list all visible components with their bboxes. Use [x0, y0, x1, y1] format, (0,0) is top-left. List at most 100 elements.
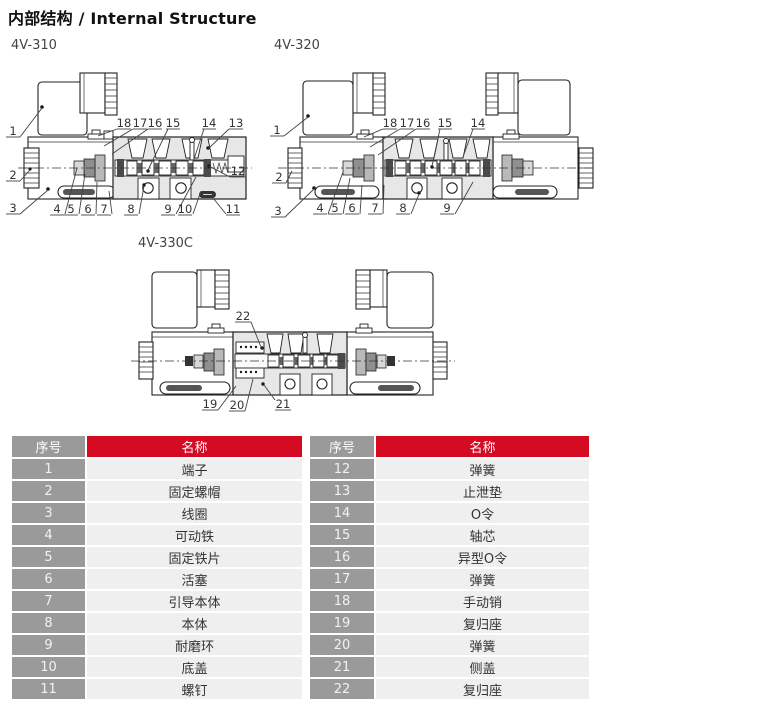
diagram-4v320: 1 2 3 18 17 16 15 14 4 5 6 7	[270, 72, 596, 218]
solenoid-base-left	[287, 129, 386, 200]
part-no: 20	[310, 635, 374, 655]
part-no: 16	[310, 547, 374, 567]
callout-18: 18	[117, 116, 132, 130]
part-no: 6	[12, 569, 85, 589]
part-name: 异型O令	[376, 547, 589, 567]
diagram-label-4v310: 4V-310	[11, 38, 57, 53]
part-no: 12	[310, 459, 374, 479]
part-name: 手动销	[376, 591, 589, 611]
part-name: 复归座	[376, 679, 589, 699]
callout-8: 8	[399, 201, 406, 215]
callout-2: 2	[275, 170, 282, 184]
callout-7: 7	[100, 202, 107, 216]
callout-20: 20	[230, 398, 245, 412]
callout-5: 5	[67, 202, 74, 216]
part-no: 18	[310, 591, 374, 611]
solenoid-coil-left	[302, 72, 386, 136]
page-title: 内部结构 / Internal Structure	[8, 9, 257, 28]
solenoid-base	[23, 129, 116, 200]
solenoid-base-right	[492, 129, 594, 200]
part-name: 可动铁	[87, 525, 302, 545]
part-name: 弹簧	[376, 569, 589, 589]
part-no: 2	[12, 481, 85, 501]
part-name: 复归座	[376, 613, 589, 633]
part-no: 11	[12, 679, 85, 699]
solenoid-coil	[37, 72, 118, 136]
callout-8: 8	[127, 202, 134, 216]
part-name: 引导本体	[87, 591, 302, 611]
part-no: 7	[12, 591, 85, 611]
callout-4: 4	[53, 202, 60, 216]
part-name: 固定铁片	[87, 547, 302, 567]
diagram-4v310: 1 2 3 18 17 16 15 14 13 12 4	[6, 72, 252, 216]
callout-7: 7	[371, 201, 378, 215]
valve-body	[232, 331, 348, 396]
part-no: 4	[12, 525, 85, 545]
part-no: 5	[12, 547, 85, 567]
solenoid-coil-right	[485, 72, 571, 136]
part-name: 活塞	[87, 569, 302, 589]
callout-6: 6	[348, 201, 355, 215]
diagram-label-4v330c: 4V-330C	[138, 236, 193, 251]
callout-14: 14	[471, 116, 486, 130]
part-no: 10	[12, 657, 85, 677]
callout-4: 4	[316, 201, 323, 215]
part-no: 9	[12, 635, 85, 655]
callout-13: 13	[229, 116, 244, 130]
solenoid-coil-right	[355, 269, 434, 329]
callout-1: 1	[273, 123, 280, 137]
part-name: 止泄垫	[376, 481, 589, 501]
solenoid-base-right	[346, 323, 448, 396]
part-no: 15	[310, 525, 374, 545]
diagram-label-4v320: 4V-320	[274, 38, 320, 53]
callout-19: 19	[203, 397, 218, 411]
callout-22: 22	[236, 309, 251, 323]
callout-9: 9	[443, 201, 450, 215]
callouts: 1 2 3 18 17 16 15 14 4 5 6 7	[270, 114, 485, 218]
part-no: 13	[310, 481, 374, 501]
callout-15: 15	[438, 116, 453, 130]
part-name: 耐磨环	[87, 635, 302, 655]
part-no: 21	[310, 657, 374, 677]
part-name: O令	[376, 503, 589, 523]
column-header-name: 名称	[87, 436, 302, 457]
callout-14: 14	[202, 116, 217, 130]
callouts: 22 19 20 21	[202, 309, 291, 412]
callout-10: 10	[178, 202, 193, 216]
part-no: 19	[310, 613, 374, 633]
part-name: 底盖	[87, 657, 302, 677]
callout-3: 3	[9, 201, 16, 215]
callout-1: 1	[9, 124, 16, 138]
callout-12: 12	[231, 164, 246, 178]
callout-16: 16	[416, 116, 431, 130]
solenoid-base-left	[138, 323, 234, 396]
part-name: 轴芯	[376, 525, 589, 545]
part-name: 固定螺帽	[87, 481, 302, 501]
callout-17: 17	[133, 116, 148, 130]
part-name: 侧盖	[376, 657, 589, 677]
part-no: 22	[310, 679, 374, 699]
callout-3: 3	[274, 204, 281, 218]
callout-18: 18	[383, 116, 398, 130]
callout-11: 11	[226, 202, 241, 216]
callout-17: 17	[400, 116, 415, 130]
part-name: 本体	[87, 613, 302, 633]
